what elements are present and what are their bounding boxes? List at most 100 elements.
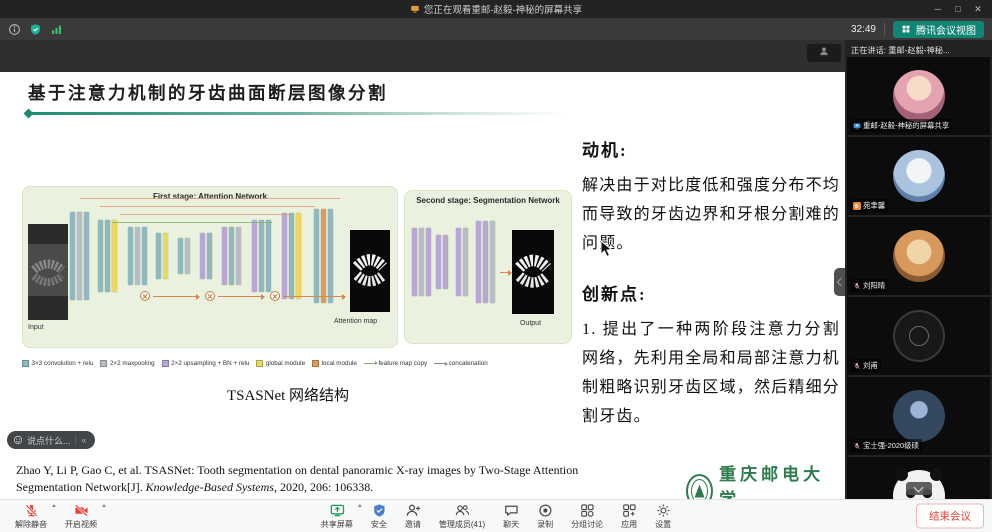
shield-icon [371, 503, 386, 518]
toolbar-item-label: 聊天 [503, 519, 520, 529]
screen-share-status-icon [410, 4, 420, 14]
meeting-timer: 32:49 [850, 23, 876, 35]
layer-slab [426, 228, 431, 296]
flow-arrow [153, 293, 200, 300]
toolbar-item-shield[interactable]: 安全 [362, 500, 396, 532]
participant-tile[interactable]: 宝士强-2020级硕 [847, 377, 990, 455]
close-button[interactable]: ✕ [974, 3, 982, 14]
citation-line1: Zhao Y, Li P, Gao C, et al. TSASNet: Too… [16, 463, 579, 477]
minimize-button[interactable]: ─ [934, 4, 942, 14]
layer-slab [296, 213, 301, 299]
emoji-icon[interactable] [13, 435, 23, 445]
layer-slab [282, 213, 287, 299]
layer-slab [490, 221, 495, 303]
citation: Zhao Y, Li P, Gao C, et al. TSASNet: Too… [16, 462, 656, 495]
layer-slab [229, 227, 234, 285]
invite-icon [405, 503, 420, 518]
control-bar: 解除静音开启视频 共享屏幕安全邀请管理成员(41) 聊天 录制 分组讨论应用设置 结束… [0, 499, 992, 532]
security-shield-icon[interactable] [29, 23, 42, 36]
underline-diamond [23, 108, 34, 118]
sidebar-collapse-handle[interactable] [834, 268, 845, 296]
layer-slab [222, 227, 227, 285]
toolbar-item-record[interactable]: 录制 [528, 500, 562, 532]
presenter-video-pip[interactable] [807, 44, 841, 62]
presentation-slide: 基于注意力机制的牙齿曲面断层图像分割 First stage: Attentio… [0, 72, 845, 500]
meeting-info-icon[interactable] [8, 23, 21, 36]
participant-tile[interactable]: 刘阳晴 [847, 217, 990, 295]
chevron-up-icon[interactable] [102, 504, 106, 507]
toolbar-item-members[interactable]: 管理成员(41) [430, 500, 494, 532]
attention-operator-icon [140, 291, 150, 301]
participant-tiles: 重邮-赵毅-神秘的屏幕共享苑聿馨刘阳晴刘甫宝士强-2020级硕 [847, 57, 990, 500]
legend-item: 2×2 upsampling + BN + relu [161, 360, 249, 367]
shared-screen-area: 基于注意力机制的牙齿曲面断层图像分割 First stage: Attentio… [0, 40, 845, 500]
skip-connection-line [112, 222, 272, 223]
legend-arrow-icon [363, 361, 378, 365]
layer-slab [476, 221, 481, 303]
end-meeting-button[interactable]: 结束会议 [916, 503, 984, 529]
participant-namebar: 苑聿馨 [850, 199, 889, 212]
hand-icon [853, 201, 861, 210]
participant-namebar: 重邮-赵毅-神秘的屏幕共享 [850, 119, 953, 132]
participants-sidebar: 正在讲话: 重邮-赵毅-神秘... 重邮-赵毅-神秘的屏幕共享苑聿馨刘阳晴刘甫宝… [845, 40, 992, 500]
university-logo: 重庆邮电大学 CHONGQING UNIVERSITY OF POSTS AND… [686, 460, 845, 500]
chat-placeholder[interactable]: 说点什么... [27, 435, 71, 446]
participant-tile[interactable]: 刘甫 [847, 297, 990, 375]
network-status-icon[interactable] [50, 23, 63, 36]
participant-name: 宝士强-2020级硕 [863, 441, 919, 450]
toolbar-item-share-screen[interactable]: 共享屏幕 [312, 500, 362, 532]
share-screen-icon [329, 503, 344, 518]
layer-slab [98, 220, 103, 292]
citation-line2: Segmentation Network[J]. [16, 479, 146, 494]
record-icon [538, 503, 553, 518]
grid-view-icon [901, 24, 911, 34]
layer-slab [200, 233, 205, 279]
title-underline [23, 108, 566, 118]
window-titlebar: 您正在观看重邮-赵毅-神秘的屏幕共享 ─ □ ✕ [0, 0, 992, 18]
slide-title: 基于注意力机制的牙齿曲面断层图像分割 [28, 83, 388, 103]
layer-slab [70, 212, 75, 300]
layer-slab [178, 238, 183, 274]
maximize-button[interactable]: □ [955, 4, 961, 14]
layer-slab [105, 220, 110, 292]
layer-slab [412, 228, 417, 296]
toolbar-item-apps[interactable]: 应用 [612, 500, 646, 532]
chat-input-pill[interactable]: 说点什么... « [7, 431, 95, 449]
toolbar-item-breakout[interactable]: 分组讨论 [562, 500, 612, 532]
toolbar-item-settings[interactable]: 设置 [646, 500, 680, 532]
mic-off-icon [853, 442, 861, 450]
layer-slab [328, 209, 333, 303]
layout-view-button[interactable]: 腾讯会议视图 [893, 20, 984, 38]
layer-slab [419, 228, 424, 296]
input-xray-image [28, 224, 68, 320]
participant-name: 重邮-赵毅-神秘的屏幕共享 [863, 121, 950, 130]
window-title: 您正在观看重邮-赵毅-神秘的屏幕共享 [423, 5, 583, 16]
scroll-participants-button[interactable] [905, 482, 932, 495]
toolbar-item-label: 开启视频 [65, 519, 97, 529]
layer-slab [463, 228, 468, 296]
toolbar-item-mic-off[interactable]: 解除静音 [6, 500, 56, 532]
legend-label: 3×3 convolution + relu [31, 360, 94, 367]
collapse-chat-icon[interactable]: « [81, 435, 87, 445]
participant-namebar: 刘甫 [850, 359, 881, 372]
toolbar-item-label: 录制 [537, 519, 554, 529]
input-label: Input [28, 324, 44, 331]
toolbar-item-label: 分组讨论 [571, 519, 604, 529]
chevron-up-icon[interactable] [357, 504, 362, 507]
toolbar-item-camera-off[interactable]: 开启视频 [56, 500, 106, 532]
layer-slab [443, 235, 448, 289]
toolbar-item-label: 邀请 [404, 519, 421, 529]
legend-label: concatenation [448, 360, 488, 367]
citation-line2-end: , 2020, 206: 106338. [273, 479, 374, 494]
participant-tile[interactable]: 苑聿馨 [847, 137, 990, 215]
chevron-up-icon[interactable] [52, 504, 56, 507]
toolbar-item-invite[interactable]: 邀请 [396, 500, 430, 532]
layer-slab [84, 212, 89, 300]
members-icon [454, 503, 469, 518]
layer-slab [163, 233, 168, 279]
participant-namebar: 刘阳晴 [850, 279, 889, 292]
participant-tile[interactable]: 重邮-赵毅-神秘的屏幕共享 [847, 57, 990, 135]
meeting-toolbar: 32:49 腾讯会议视图 [0, 18, 992, 40]
toolbar-item-chat[interactable]: 聊天 [494, 500, 528, 532]
